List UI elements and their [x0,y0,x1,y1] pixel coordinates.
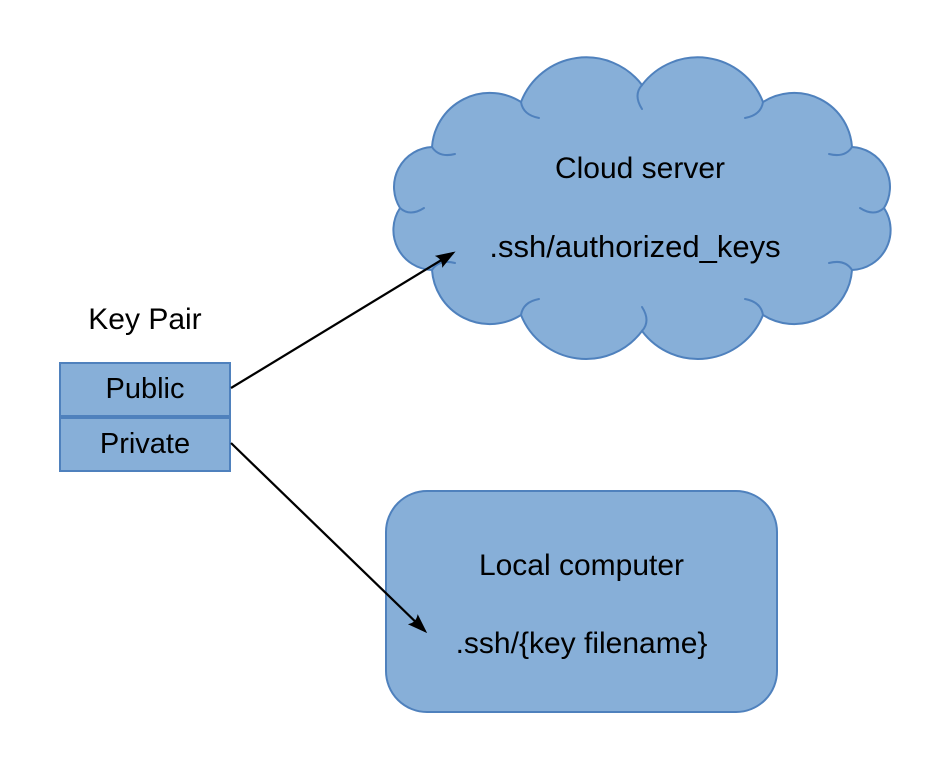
private-key-box: Private [59,417,231,472]
key-filename-path: .ssh/{key filename} [455,627,708,660]
cloud-server-title: Cloud server [554,152,726,185]
cloud-scallop-curls [399,84,885,332]
arrow-public-to-cloud [230,251,456,389]
cloud-shape [392,56,892,360]
local-computer-title: Local computer [478,549,685,582]
key-pair-title: Key Pair [88,303,202,336]
public-key-label: Public [105,373,185,405]
public-key-box: Public [59,362,231,417]
private-key-label: Private [99,428,191,460]
local-computer-box [385,490,778,713]
authorized-keys-path: .ssh/authorized_keys [489,229,781,264]
